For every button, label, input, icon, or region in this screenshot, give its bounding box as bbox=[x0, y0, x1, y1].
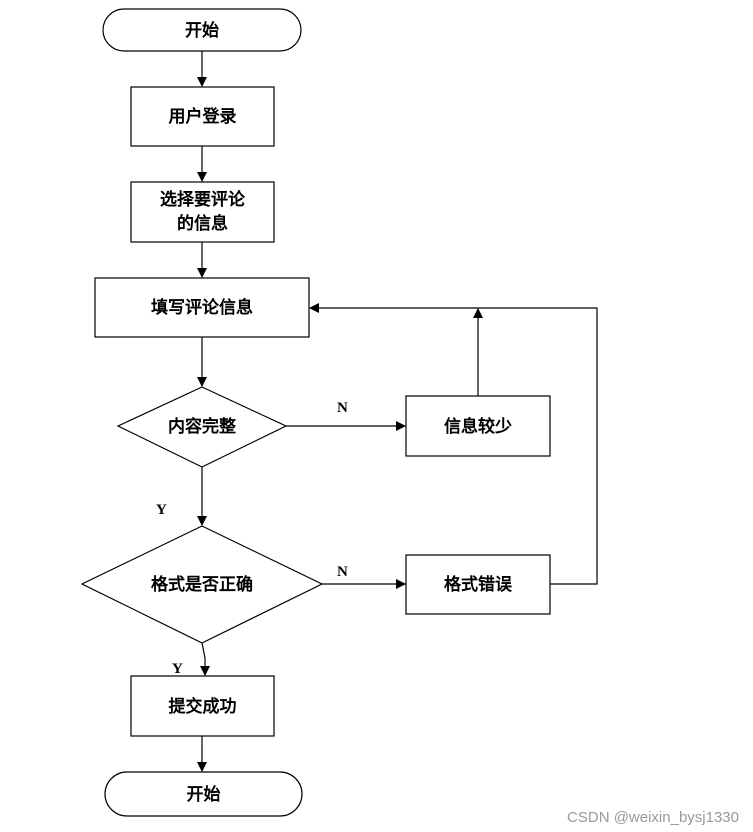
end-label: 开始 bbox=[187, 784, 221, 805]
too-little-label: 信息较少 bbox=[444, 416, 512, 437]
success-process: 提交成功 bbox=[130, 675, 275, 737]
format-error-process: 格式错误 bbox=[405, 554, 551, 615]
complete-decision: 内容完整 bbox=[116, 386, 288, 468]
select-label-line1: 选择要评论 bbox=[160, 189, 246, 210]
select-process: 选择要评论 的信息 bbox=[130, 181, 275, 243]
edge-format-success bbox=[200, 642, 210, 676]
format-error-label: 格式错误 bbox=[444, 574, 513, 595]
fill-process: 填写评论信息 bbox=[94, 277, 310, 338]
complete-label: 内容完整 bbox=[168, 416, 236, 437]
success-label: 提交成功 bbox=[169, 696, 237, 717]
too-little-process: 信息较少 bbox=[405, 395, 551, 457]
format-yes-label: Y bbox=[172, 661, 183, 677]
format-check-label: 格式是否正确 bbox=[151, 574, 253, 595]
start-label: 开始 bbox=[185, 20, 219, 41]
end-terminal: 开始 bbox=[104, 771, 303, 817]
login-label: 用户登录 bbox=[169, 106, 237, 127]
fill-label: 填写评论信息 bbox=[151, 297, 253, 318]
select-label-line2: 的信息 bbox=[177, 213, 228, 234]
watermark: CSDN @weixin_bysj1330 bbox=[567, 809, 739, 826]
complete-yes-label: Y bbox=[156, 502, 167, 518]
complete-no-label: N bbox=[337, 400, 348, 416]
format-no-label: N bbox=[337, 564, 348, 580]
edge-error-fill bbox=[309, 303, 598, 585]
format-decision: 格式是否正确 bbox=[80, 525, 324, 644]
start-terminal: 开始 bbox=[102, 8, 302, 52]
login-process: 用户登录 bbox=[130, 86, 275, 147]
